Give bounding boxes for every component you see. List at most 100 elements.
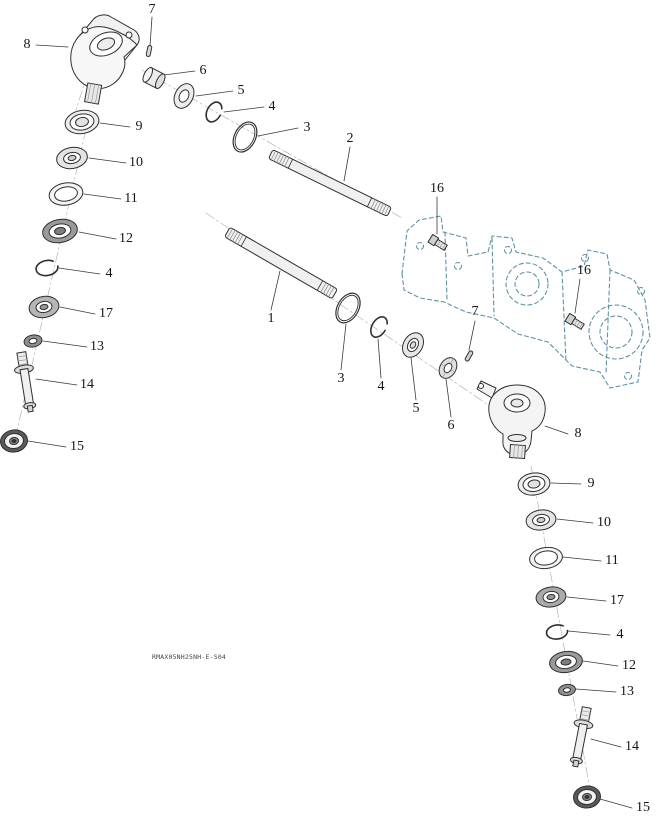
part-gearcase-upper — [70, 14, 140, 105]
part-kingpin-14-left — [14, 351, 37, 413]
leader-line — [257, 127, 299, 137]
leader-line — [59, 306, 96, 315]
part-pin-lower — [464, 350, 474, 362]
part-seal-10-right — [525, 509, 557, 531]
part-gearcase-lower — [476, 380, 546, 460]
part-seal-10-left — [56, 146, 88, 170]
part-snapring-4-right — [545, 624, 569, 640]
callout-5-upper: 5 — [237, 83, 245, 98]
callout-9-left: 9 — [135, 119, 143, 134]
leader-line — [468, 320, 476, 351]
part-snapring-lower — [370, 316, 388, 338]
leader-line — [163, 70, 196, 76]
leader-line — [78, 231, 117, 240]
callout-7-lower: 7 — [471, 304, 479, 319]
part-bolt-first — [427, 233, 448, 251]
part-washer-13-right — [558, 683, 576, 697]
callout-13-right: 13 — [620, 684, 634, 699]
leader-line — [562, 556, 602, 562]
callout-4-right: 4 — [616, 627, 624, 642]
leader-line — [556, 518, 594, 524]
callout-6-lower: 6 — [447, 418, 455, 433]
callout-11-left: 11 — [124, 191, 138, 206]
callout-14-right: 14 — [625, 739, 639, 754]
part-bearing-9-left — [64, 109, 100, 135]
part-oring-lower — [335, 292, 361, 324]
leader-line — [42, 340, 88, 348]
callout-8-lower: 8 — [574, 426, 582, 441]
leader-line — [377, 338, 382, 379]
part-shaft-upper — [268, 149, 392, 217]
part-washer-13-left — [23, 334, 43, 348]
part-bearing-17-right — [535, 586, 567, 608]
leader-line — [582, 660, 619, 667]
callout-3-upper: 3 — [303, 120, 311, 135]
part-collar-lower — [438, 357, 458, 379]
leader-line — [195, 90, 234, 97]
leader-line — [544, 425, 569, 435]
leader-line — [343, 146, 351, 182]
callout-4-left: 4 — [105, 266, 113, 281]
callout-17-right: 17 — [610, 593, 624, 608]
leader-line — [27, 440, 67, 448]
callout-10-right: 10 — [597, 515, 611, 530]
leader-line — [223, 106, 265, 113]
callout-16-first: 16 — [430, 181, 444, 196]
part-bearing-12-right — [549, 650, 583, 674]
callout-7-upper: 7 — [148, 2, 156, 17]
callout-11-right: 11 — [605, 553, 619, 568]
callout-12-left: 12 — [119, 231, 133, 246]
part-cap-15-right — [573, 785, 601, 809]
callout-1: 1 — [267, 311, 275, 326]
callout-16-second: 16 — [577, 263, 591, 278]
leader-line — [88, 157, 127, 164]
leader-line — [410, 357, 417, 401]
callout-3-lower: 3 — [337, 371, 345, 386]
part-bearing-lower — [402, 332, 424, 358]
leader-line — [574, 278, 581, 314]
leader-line — [99, 122, 131, 128]
part-cap-15-left — [0, 429, 28, 453]
part-kingpin-14-right — [570, 706, 594, 768]
part-bearing-17-left — [28, 295, 60, 319]
part-bearing-upper — [173, 83, 195, 109]
callout-4-upper: 4 — [268, 99, 276, 114]
leader-line — [550, 482, 582, 485]
callout-6-upper: 6 — [199, 63, 207, 78]
leader-line — [35, 44, 69, 48]
callout-14-left: 14 — [80, 377, 94, 392]
leader-line — [599, 798, 633, 809]
leader-line — [270, 270, 281, 311]
leader-line — [590, 738, 622, 748]
callout-15-right: 15 — [636, 800, 650, 815]
leader-line — [35, 378, 78, 386]
leader-line — [575, 688, 617, 693]
callout-5-lower: 5 — [412, 401, 420, 416]
part-snapring-upper — [205, 101, 223, 123]
callout-2: 2 — [346, 131, 354, 146]
part-snapring-4-left — [35, 259, 59, 277]
leader-lines — [27, 16, 633, 809]
callout-15-left: 15 — [70, 439, 84, 454]
part-oring-upper — [232, 121, 258, 153]
leader-line — [340, 323, 347, 371]
callout-4-lower: 4 — [377, 379, 385, 394]
part-bolt-second — [564, 312, 585, 330]
part-shaft-lower — [224, 227, 338, 299]
callout-17-left: 17 — [99, 306, 113, 321]
leader-line — [83, 193, 122, 200]
figure-code: RMAX05NH25NH-E-S04 — [152, 653, 227, 661]
part-bearing-12-left — [42, 218, 78, 244]
callout-8-upper: 8 — [23, 37, 31, 52]
callout-12-right: 12 — [622, 658, 636, 673]
leader-line — [567, 630, 611, 636]
part-washer-11-left — [48, 182, 84, 206]
part-pin-upper — [145, 45, 153, 57]
leader-line — [445, 378, 452, 418]
callout-10-left: 10 — [129, 155, 143, 170]
callout-13-left: 13 — [90, 339, 104, 354]
part-collar-upper — [142, 67, 166, 89]
housing-dashed-outline — [401, 215, 651, 389]
